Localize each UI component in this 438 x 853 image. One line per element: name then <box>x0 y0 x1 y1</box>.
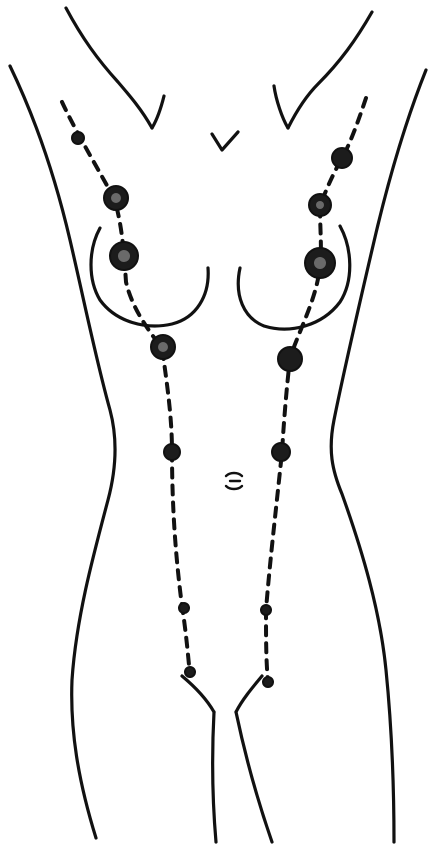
left-nipple-mark-3 <box>110 242 138 270</box>
left-nipple-mark-5 <box>164 444 180 460</box>
right-nipple-mark-5 <box>272 443 290 461</box>
left-neck-line <box>66 8 152 128</box>
umbilicus-mark <box>226 473 242 489</box>
right-breast-outline <box>238 226 349 329</box>
left-nipple-mark-7 <box>185 667 195 677</box>
left-nipple-mark-4 <box>151 335 175 359</box>
right-nipple-mark-7 <box>263 677 273 687</box>
sternal-notch <box>212 132 238 150</box>
left-nipple-mark-2 <box>104 186 128 210</box>
left-nipple-mark-1 <box>72 132 84 144</box>
body-outline <box>10 8 426 842</box>
right-torso-side <box>331 70 426 842</box>
right-nipple-mark-2 <box>309 194 331 216</box>
right-milk-line <box>266 98 366 682</box>
left-milk-line <box>62 102 190 676</box>
left-breast-outline <box>91 228 208 326</box>
milk-lines <box>62 98 366 682</box>
left-inner-thigh <box>213 712 216 842</box>
right-shoulder-line <box>274 86 288 128</box>
right-nipple-mark-1 <box>332 148 352 168</box>
left-torso-side <box>10 66 115 838</box>
right-nipple-mark-4 <box>278 347 302 371</box>
right-nipple-mark-3 <box>305 248 335 278</box>
right-groin-line <box>236 676 262 712</box>
nipple-marks <box>72 132 352 687</box>
right-nipple-mark-6 <box>261 605 271 615</box>
left-shoulder-line <box>152 96 164 128</box>
left-nipple-mark-6 <box>179 603 189 613</box>
right-inner-thigh <box>236 712 272 842</box>
left-groin-line <box>182 676 214 712</box>
right-neck-line <box>288 12 372 128</box>
